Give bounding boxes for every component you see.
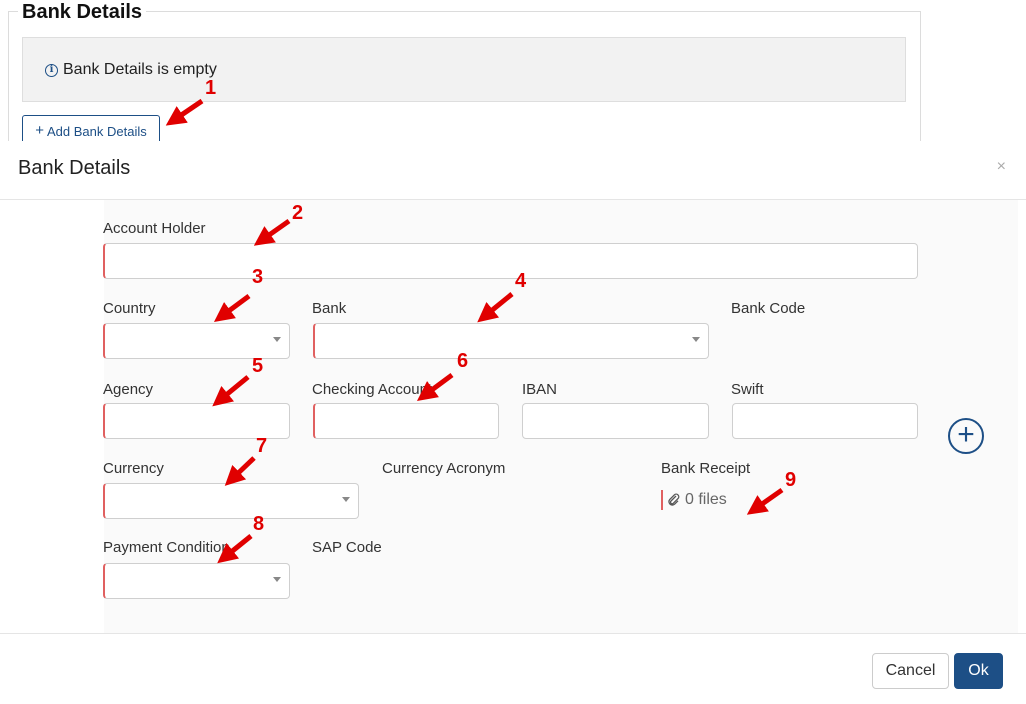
- bank-receipt-label: Bank Receipt: [661, 460, 751, 477]
- annotation-number-8: 8: [253, 513, 265, 535]
- annotation-number-9: 9: [785, 469, 797, 491]
- empty-state: i Bank Details is empty: [45, 61, 217, 79]
- chevron-down-icon: [273, 577, 281, 582]
- country-label: Country: [103, 300, 156, 317]
- annotation-number-7: 7: [256, 435, 268, 457]
- required-marker: [661, 490, 663, 510]
- bank-details-section: [8, 11, 921, 152]
- add-bank-details-label: Add Bank Details: [47, 124, 147, 139]
- payment-condition-label: Payment Condition: [103, 539, 230, 556]
- checking-account-input[interactable]: [313, 403, 499, 439]
- currency-select[interactable]: [103, 483, 359, 519]
- swift-label: Swift: [731, 381, 764, 398]
- ok-button[interactable]: Ok: [954, 653, 1003, 689]
- agency-label: Agency: [103, 381, 154, 398]
- bank-label: Bank: [312, 300, 347, 317]
- chevron-down-icon: [342, 497, 350, 502]
- bank-receipt-count: 0 files: [685, 491, 727, 508]
- annotation-number-5: 5: [252, 355, 264, 377]
- agency-input[interactable]: [103, 403, 290, 439]
- bank-select[interactable]: [313, 323, 709, 359]
- paperclip-icon: [668, 493, 680, 506]
- account-holder-input[interactable]: [103, 243, 918, 279]
- chevron-down-icon: [692, 337, 700, 342]
- plus-circle-icon: +: [957, 418, 975, 451]
- iban-input[interactable]: [522, 403, 709, 439]
- bank-details-modal: Bank Details × Account Holder Country Ba…: [0, 141, 1026, 704]
- swift-input[interactable]: [732, 403, 918, 439]
- checking-account-label: Checking Account: [312, 381, 433, 398]
- modal-title: Bank Details: [18, 157, 131, 179]
- payment-condition-select[interactable]: [103, 563, 290, 599]
- section-title: Bank Details: [18, 0, 147, 24]
- divider: [0, 199, 1026, 200]
- annotation-number-4: 4: [515, 270, 527, 292]
- account-holder-label: Account Holder: [103, 220, 206, 237]
- empty-state-box: i Bank Details is empty: [22, 37, 906, 102]
- plus-icon: +: [35, 122, 45, 139]
- info-icon: i: [45, 63, 58, 77]
- currency-label: Currency: [103, 460, 164, 477]
- bank-code-label: Bank Code: [731, 300, 806, 317]
- empty-state-text: Bank Details is empty: [63, 61, 217, 78]
- annotation-number-6: 6: [457, 350, 469, 372]
- annotation-number-2: 2: [292, 202, 304, 224]
- bank-receipt-files[interactable]: 0 files: [661, 490, 727, 510]
- sap-code-label: SAP Code: [312, 539, 382, 556]
- annotation-number-3: 3: [252, 266, 264, 288]
- iban-label: IBAN: [522, 381, 558, 398]
- country-select[interactable]: [103, 323, 290, 359]
- add-row-button[interactable]: +: [948, 418, 984, 454]
- annotation-number-1: 1: [205, 77, 217, 99]
- close-icon[interactable]: ×: [996, 158, 1006, 175]
- divider: [0, 633, 1026, 634]
- currency-acronym-label: Currency Acronym: [382, 460, 506, 477]
- add-bank-details-button[interactable]: + Add Bank Details: [22, 115, 160, 145]
- cancel-button[interactable]: Cancel: [872, 653, 949, 689]
- chevron-down-icon: [273, 337, 281, 342]
